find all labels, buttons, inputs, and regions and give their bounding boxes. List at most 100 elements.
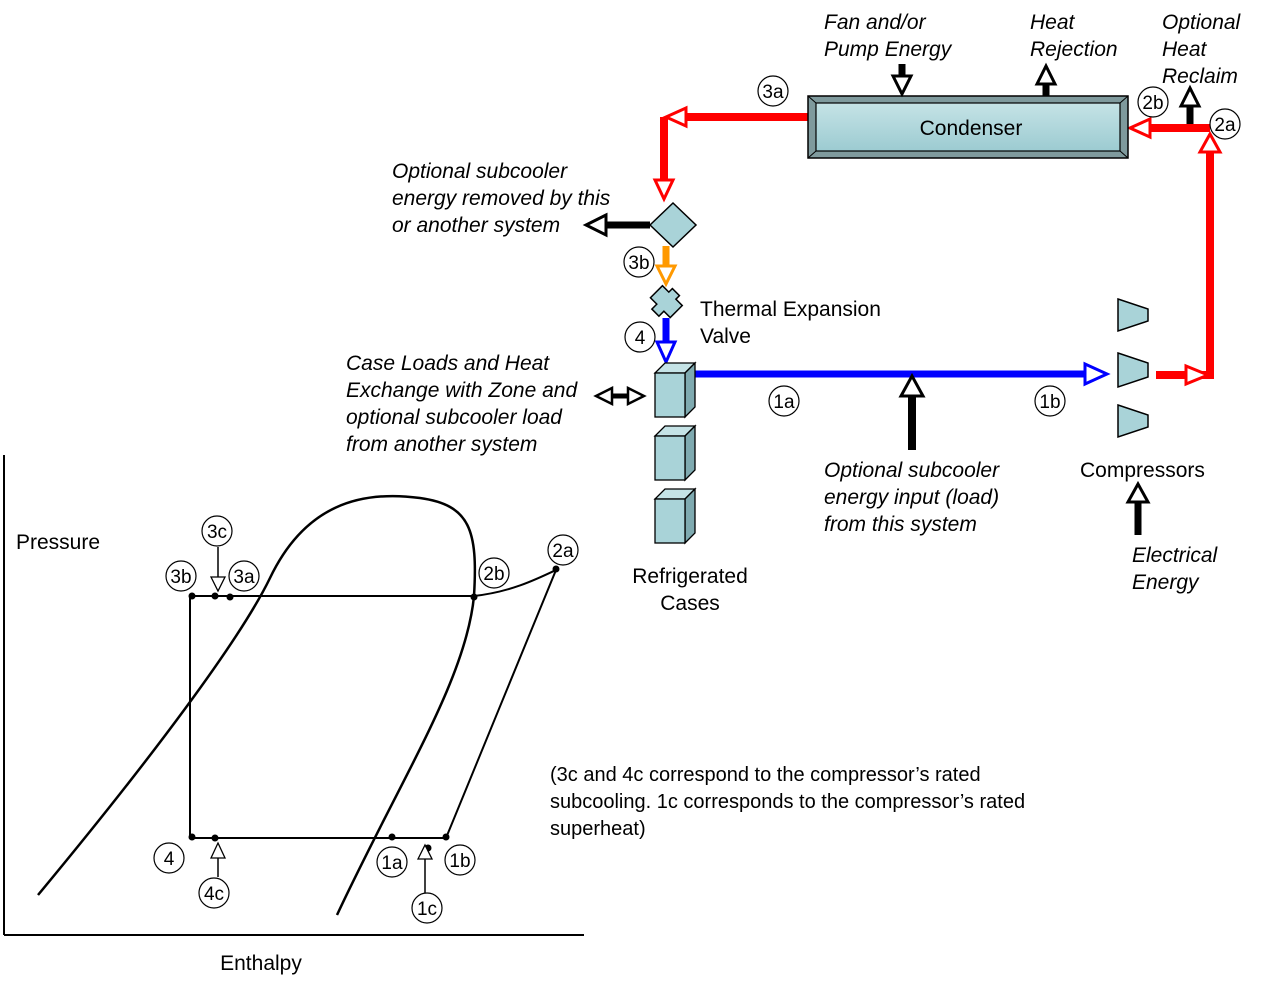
electrical-energy-arrow bbox=[1125, 480, 1151, 535]
subcooler-input-arrow bbox=[898, 372, 926, 450]
fan-energy-arrow bbox=[890, 64, 914, 98]
fan-energy-label: Fan and/or Pump Energy bbox=[824, 11, 953, 61]
subcooler-inlet-arrowhead bbox=[652, 178, 676, 203]
case-load-double-arrow bbox=[593, 385, 647, 407]
svg-text:(3c and 4c correspond to the c: (3c and 4c correspond to the compressor’… bbox=[550, 764, 981, 786]
chart-label-2a: 2a bbox=[547, 534, 579, 566]
chart-label-3a: 3a bbox=[228, 560, 260, 592]
svg-text:Rejection: Rejection bbox=[1030, 38, 1118, 61]
condenser-label: Condenser bbox=[920, 117, 1023, 140]
svg-text:subcooling. 1c corresponds to: subcooling. 1c corresponds to the compre… bbox=[550, 791, 1025, 813]
compressor-1 bbox=[1117, 297, 1149, 333]
svg-text:Heat: Heat bbox=[1162, 38, 1208, 61]
chart-label-3c: 3c bbox=[201, 515, 233, 547]
condenser-inlet-arrowhead bbox=[1126, 116, 1152, 140]
condenser-outlet-arrowhead bbox=[662, 105, 688, 129]
svg-text:1a: 1a bbox=[381, 853, 403, 874]
expansion-valve bbox=[649, 284, 684, 319]
svg-text:3b: 3b bbox=[170, 567, 191, 588]
point-2b: 2b bbox=[1137, 86, 1169, 118]
svg-text:3a: 3a bbox=[233, 567, 255, 588]
state-point-3b bbox=[188, 592, 196, 600]
svg-text:4c: 4c bbox=[204, 884, 224, 905]
chart-label-3b: 3b bbox=[165, 560, 197, 592]
svg-text:1c: 1c bbox=[417, 899, 437, 920]
state-point-3a bbox=[226, 593, 234, 601]
point-3b: 3b bbox=[623, 246, 655, 278]
electrical-energy-label: Electrical Energy bbox=[1132, 544, 1219, 594]
chart-label-1a: 1a bbox=[376, 846, 408, 878]
chart-label-1c: 1c bbox=[411, 892, 443, 924]
condenser: Condenser bbox=[807, 95, 1129, 159]
svg-text:Exchange with Zone and: Exchange with Zone and bbox=[346, 379, 578, 402]
refrigeration-cycle bbox=[189, 567, 558, 839]
svg-text:3c: 3c bbox=[207, 522, 227, 543]
point-4: 4 bbox=[624, 321, 656, 353]
subcooler-input-label: Optional subcooler energy input (load) f… bbox=[824, 459, 1000, 536]
state-point-4 bbox=[188, 833, 196, 841]
riser-arrowhead bbox=[1197, 130, 1223, 154]
svg-text:2a: 2a bbox=[552, 541, 574, 562]
svg-text:Fan and/or: Fan and/or bbox=[824, 11, 927, 34]
svg-text:Refrigerated: Refrigerated bbox=[632, 565, 748, 588]
compressors-label: Compressors bbox=[1080, 459, 1205, 482]
pointer-3c bbox=[209, 547, 227, 593]
svg-text:1b: 1b bbox=[449, 851, 470, 872]
ph-chart: Pressure Enthalpy 3c 3b bbox=[3, 455, 584, 975]
svg-text:3a: 3a bbox=[762, 82, 784, 103]
svg-text:Valve: Valve bbox=[700, 325, 751, 348]
heat-reclaim-label: Optional Heat Reclaim bbox=[1162, 11, 1242, 88]
subcooler bbox=[648, 201, 698, 249]
svg-text:Reclaim: Reclaim bbox=[1162, 65, 1238, 88]
refrigerated-case-3 bbox=[653, 487, 697, 545]
state-point-2b bbox=[470, 593, 478, 601]
svg-text:1a: 1a bbox=[773, 392, 795, 413]
svg-text:from another system: from another system bbox=[346, 433, 537, 456]
case-loads-label: Case Loads and Heat Exchange with Zone a… bbox=[346, 352, 578, 456]
svg-text:Case Loads and Heat: Case Loads and Heat bbox=[346, 352, 550, 375]
chart-label-4: 4 bbox=[153, 842, 185, 874]
compressor-3 bbox=[1117, 403, 1149, 439]
point-1b: 1b bbox=[1034, 385, 1066, 417]
svg-text:2b: 2b bbox=[483, 564, 504, 585]
pointer-1c bbox=[416, 843, 434, 893]
svg-text:2a: 2a bbox=[1214, 115, 1236, 136]
svg-text:from this system: from this system bbox=[824, 513, 977, 536]
chart-label-2b: 2b bbox=[478, 557, 510, 589]
x-axis-label: Enthalpy bbox=[220, 952, 302, 975]
chart-label-1b: 1b bbox=[444, 844, 476, 876]
txv-label: Thermal Expansion Valve bbox=[700, 298, 881, 348]
refrigerated-case-2 bbox=[653, 424, 697, 482]
svg-text:2b: 2b bbox=[1142, 93, 1163, 114]
svg-text:4: 4 bbox=[164, 849, 175, 870]
subcooler-removed-label: Optional subcooler energy removed by thi… bbox=[392, 160, 611, 237]
svg-text:Optional subcooler: Optional subcooler bbox=[392, 160, 568, 183]
condenser-outlet-pipe bbox=[660, 113, 808, 180]
refrigerated-case-1 bbox=[653, 361, 697, 419]
discharge-arrowhead bbox=[1184, 363, 1212, 387]
svg-text:Electrical: Electrical bbox=[1132, 544, 1219, 567]
suction-arrowhead bbox=[1083, 361, 1111, 387]
svg-text:energy removed by this: energy removed by this bbox=[392, 187, 611, 210]
svg-text:Optional: Optional bbox=[1162, 11, 1242, 34]
subcooling-note: (3c and 4c correspond to the compressor’… bbox=[550, 764, 1025, 840]
svg-text:optional subcooler load: optional subcooler load bbox=[346, 406, 563, 429]
svg-text:Thermal Expansion: Thermal Expansion bbox=[700, 298, 881, 321]
state-point-2a bbox=[552, 565, 560, 573]
state-point-4c bbox=[211, 834, 219, 842]
y-axis-label: Pressure bbox=[16, 531, 100, 554]
txv-outlet-arrowhead bbox=[654, 340, 678, 366]
discharge-pipe bbox=[1156, 148, 1214, 379]
svg-text:1b: 1b bbox=[1039, 392, 1060, 413]
pointer-4c bbox=[209, 841, 227, 877]
heat-reclaim-arrow bbox=[1178, 84, 1202, 124]
chart-label-4c: 4c bbox=[198, 877, 230, 909]
svg-text:superheat): superheat) bbox=[550, 818, 646, 840]
svg-text:Pump Energy: Pump Energy bbox=[824, 38, 953, 61]
svg-text:energy input (load): energy input (load) bbox=[824, 486, 999, 509]
svg-text:Cases: Cases bbox=[660, 592, 720, 615]
refrigerated-cases-label: Refrigerated Cases bbox=[632, 565, 748, 615]
liquid-line-arrowhead bbox=[654, 264, 678, 288]
point-3a: 3a bbox=[757, 75, 789, 107]
